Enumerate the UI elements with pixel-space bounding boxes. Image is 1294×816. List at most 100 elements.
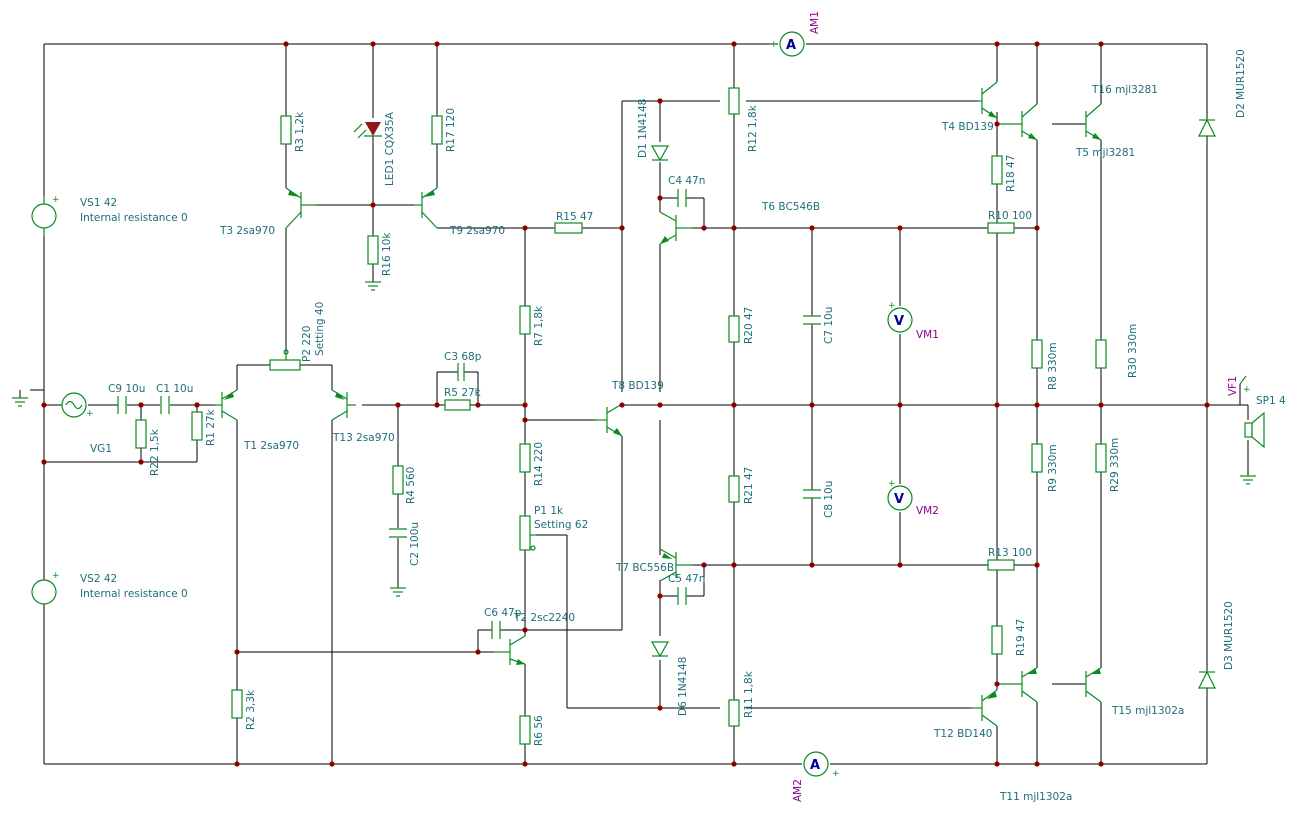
svg-text:Setting 40: Setting 40	[314, 302, 326, 356]
capacitor-c8: C8 10u	[803, 481, 835, 518]
resistor-r11: R11 1,8k	[728, 670, 755, 727]
svg-text:A: A	[786, 38, 796, 53]
svg-text:T13 2sa970: T13 2sa970	[332, 432, 395, 444]
svg-text:R20 47: R20 47	[743, 307, 755, 344]
svg-text:R18 47: R18 47	[1005, 155, 1017, 192]
vs2-detail: Internal resistance 0	[80, 588, 188, 600]
transistor-t1: T1 2sa970	[215, 389, 299, 452]
potentiometer-p1[interactable]: P1 1k Setting 62	[519, 505, 588, 551]
resistor-r3: R3 1,2k	[280, 111, 306, 152]
svg-text:+: +	[888, 479, 896, 489]
resistor-r19: R19 47	[991, 619, 1027, 656]
resistor-r21: R21 47	[728, 467, 755, 504]
svg-text:P2 220: P2 220	[301, 326, 313, 362]
voltmeter-vm2: V + VM2	[887, 479, 939, 517]
diode-d3: D3 MUR1520	[1198, 601, 1235, 689]
voltage-source-vs1: + VS1 42 Internal resistance 0	[31, 195, 188, 236]
transistor-t2: T2 2sc2240	[494, 612, 575, 665]
svg-text:C9 10u: C9 10u	[108, 383, 145, 395]
resistor-r2: R2 3,3k	[231, 689, 257, 730]
svg-text:V: V	[894, 492, 904, 507]
svg-text:T5 mjl3281: T5 mjl3281	[1075, 147, 1135, 159]
capacitor-c6: C6 47p	[484, 607, 522, 639]
svg-text:+: +	[52, 571, 60, 581]
svg-text:+: +	[52, 195, 60, 205]
potentiometer-p2[interactable]: P2 220 Setting 40	[269, 302, 326, 371]
svg-text:R7 1,8k: R7 1,8k	[533, 305, 545, 346]
svg-text:R10 100: R10 100	[988, 210, 1032, 222]
svg-text:T6 BC546B: T6 BC546B	[761, 201, 820, 213]
resistor-r8: R8 330m	[1031, 339, 1059, 390]
svg-text:R9 330m: R9 330m	[1047, 444, 1059, 492]
voltage-probe-vf1: + VF1	[1227, 375, 1251, 396]
svg-text:C6 47p: C6 47p	[484, 607, 522, 619]
svg-text:+: +	[888, 301, 896, 311]
svg-text:VM2: VM2	[916, 505, 939, 517]
svg-text:T3 2sa970: T3 2sa970	[219, 225, 275, 237]
diode-d6: D6 1N4148	[650, 641, 689, 716]
resistor-r20: R20 47	[728, 307, 755, 344]
svg-text:C2 100u: C2 100u	[409, 522, 421, 566]
transistor-t4: T4 BD139	[941, 81, 998, 133]
resistor-r15: R15 47	[554, 211, 593, 234]
ground-symbols	[12, 281, 1256, 597]
wires	[19, 43, 1249, 765]
svg-text:LED1 CQX35A: LED1 CQX35A	[384, 111, 396, 186]
transistor-t16: T16 mjl3281	[997, 84, 1158, 141]
svg-text:R12 1,8k: R12 1,8k	[747, 104, 759, 152]
resistor-r7: R7 1,8k	[519, 305, 545, 346]
svg-text:AM1: AM1	[809, 11, 821, 34]
svg-text:C1 10u: C1 10u	[156, 383, 193, 395]
resistor-r30: R30 330m	[1095, 324, 1139, 378]
svg-text:+: +	[1243, 385, 1251, 395]
svg-text:+: +	[832, 769, 840, 779]
resistor-r18: R18 47	[991, 155, 1017, 192]
resistor-r13: R13 100	[987, 547, 1032, 571]
resistor-r6: R6 56	[519, 715, 545, 746]
transistor-t13: T13 2sa970	[331, 389, 395, 444]
svg-text:VF1: VF1	[1227, 376, 1239, 396]
svg-text:T9 2sa970: T9 2sa970	[449, 225, 505, 237]
resistor-r1: R1 27k	[191, 408, 217, 446]
svg-text:R30 330m: R30 330m	[1127, 324, 1139, 378]
resistor-r5: R5 27k	[444, 387, 482, 411]
svg-text:R15 47: R15 47	[556, 211, 593, 223]
svg-text:T12 BD140: T12 BD140	[933, 728, 992, 740]
ammeter-am1: A + AM1	[770, 11, 821, 57]
transistor-t12: T12 BD140	[933, 689, 998, 740]
svg-text:+: +	[86, 409, 94, 419]
diode-d2: D2 MUR1520	[1198, 49, 1247, 137]
svg-text:R16 10k: R16 10k	[381, 232, 393, 276]
capacitor-c2: C2 100u	[389, 522, 421, 566]
svg-text:VM1: VM1	[916, 329, 939, 341]
svg-text:D1 1N4148: D1 1N4148	[637, 99, 649, 158]
capacitor-c5: C5 47n	[668, 573, 705, 605]
svg-text:C8 10u: C8 10u	[823, 481, 835, 518]
svg-text:T4 BD139: T4 BD139	[941, 121, 994, 133]
svg-text:R2 3,3k: R2 3,3k	[245, 689, 257, 730]
resistor-r29: R29 330m	[1095, 438, 1121, 492]
svg-text:C5 47n: C5 47n	[668, 573, 705, 585]
svg-text:C7 10u: C7 10u	[823, 307, 835, 344]
resistor-r10: R10 100	[987, 210, 1032, 234]
svg-text:R19 47: R19 47	[1015, 619, 1027, 656]
resistor-r16: R16 10k	[367, 232, 393, 276]
capacitor-c7: C7 10u	[803, 307, 835, 344]
resistor-r9: R9 330m	[1031, 443, 1059, 492]
svg-text:T8 BD139: T8 BD139	[611, 380, 664, 392]
ammeter-am2: A + AM2	[792, 751, 840, 802]
svg-text:R13 100: R13 100	[988, 547, 1032, 559]
svg-text:C4 47n: C4 47n	[668, 175, 705, 187]
svg-text:T15 mjl1302a: T15 mjl1302a	[1111, 705, 1184, 717]
svg-text:R21 47: R21 47	[743, 467, 755, 504]
transistor-t5: T5 mjl3281	[1075, 103, 1135, 159]
svg-text:AM2: AM2	[792, 779, 804, 802]
svg-text:R4 560: R4 560	[405, 467, 417, 504]
vg1-label: VG1	[90, 443, 112, 455]
vs2-label: VS2 42	[80, 573, 117, 585]
svg-text:P1 1k: P1 1k	[534, 505, 564, 517]
svg-text:T2 2sc2240: T2 2sc2240	[513, 612, 575, 624]
transistor-t15: T15 mjl1302a	[1085, 667, 1184, 717]
voltmeter-vm1: V + VM1	[887, 301, 939, 341]
speaker-sp1: SP1 4	[1244, 395, 1286, 449]
